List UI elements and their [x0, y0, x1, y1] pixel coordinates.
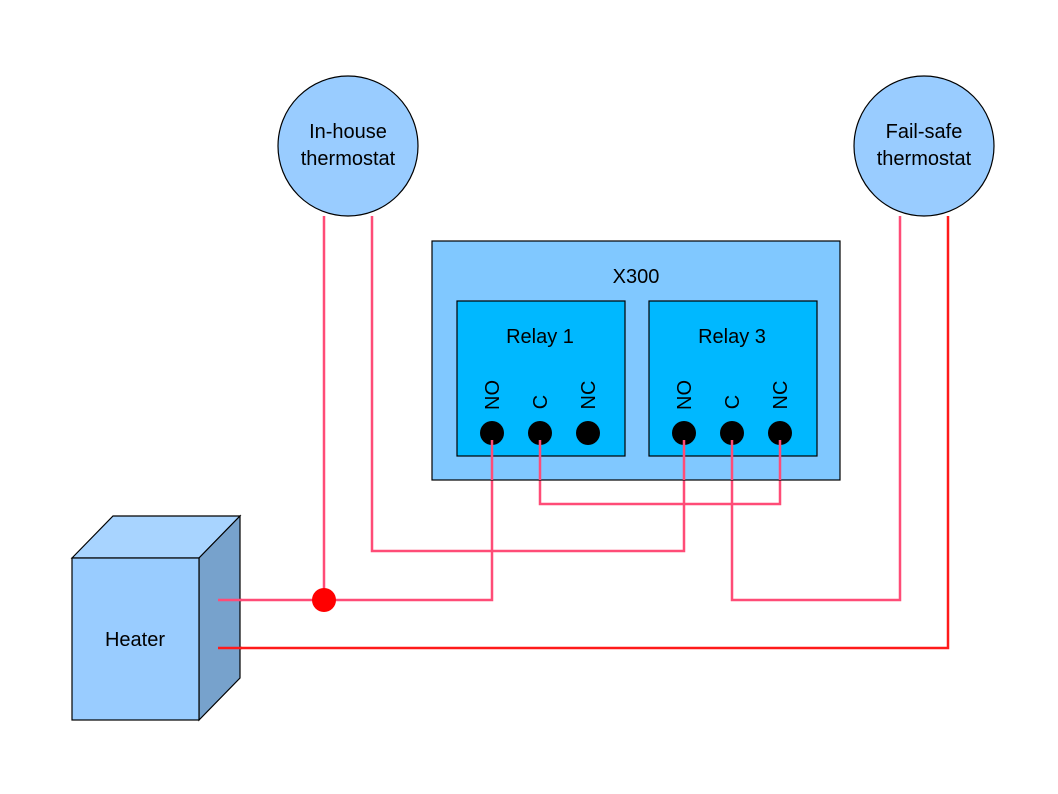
wire-inhouse-to-relay3-no: [370, 216, 686, 553]
terminal-label-c: C: [530, 395, 552, 409]
terminal-label-c: C: [722, 395, 744, 409]
terminal-nc[interactable]: [576, 421, 600, 445]
heater: Heater: [70, 514, 242, 722]
relay-label: Relay 1: [506, 326, 574, 348]
wire-failsafe-to-heater: [218, 216, 950, 650]
terminal-label-no: NO: [482, 380, 504, 410]
thermostat-label-line2: thermostat: [301, 148, 396, 170]
junction-dot: [312, 588, 336, 612]
terminal-label-nc: NC: [770, 381, 792, 410]
terminal-no[interactable]: [480, 421, 504, 445]
wire-relay1-no-to-heater: [218, 433, 494, 602]
relay-1: Relay 1 NO C NC: [456, 300, 626, 457]
in-house-thermostat: In-house thermostat: [277, 75, 419, 217]
terminal-c[interactable]: [720, 421, 744, 445]
wire-relay3-c-to-failsafe: [730, 216, 902, 602]
relay-3: Relay 3 NO C NC: [648, 300, 818, 457]
device-label: X300: [613, 266, 660, 288]
relay-label: Relay 3: [698, 326, 766, 348]
terminal-no[interactable]: [672, 421, 696, 445]
fail-safe-thermostat: Fail-safe thermostat: [853, 75, 995, 217]
thermostat-circle: [853, 75, 995, 217]
terminal-c[interactable]: [528, 421, 552, 445]
terminal-label-nc: NC: [578, 381, 600, 410]
thermostat-label-line2: thermostat: [877, 148, 972, 170]
heater-front-face: [71, 557, 200, 721]
terminal-nc[interactable]: [768, 421, 792, 445]
terminal-label-no: NO: [674, 380, 696, 410]
thermostat-label-line1: In-house: [309, 121, 387, 143]
heater-label: Heater: [105, 629, 165, 651]
thermostat-circle: [277, 75, 419, 217]
x300-device: X300 Relay 1 NO C NC Relay 3 NO C NC: [431, 240, 841, 481]
thermostat-label-line1: Fail-safe: [886, 121, 963, 143]
